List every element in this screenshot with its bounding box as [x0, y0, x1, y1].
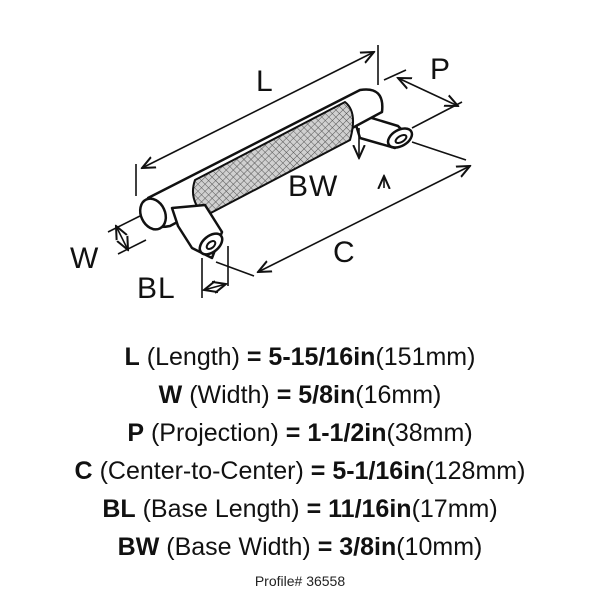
- spec-metric: (128mm): [425, 457, 526, 485]
- spec-imperial: 5-15/16in: [268, 343, 376, 371]
- length-dimension-line: [142, 52, 374, 168]
- spec-metric: (10mm): [396, 533, 483, 561]
- spec-abbr: W: [158, 381, 183, 409]
- spec-width: W (Width) = 5/8in(16mm): [0, 376, 600, 414]
- spec-projection: P (Projection) = 1-1/2in(38mm): [0, 414, 600, 452]
- spec-metric: (17mm): [411, 495, 498, 523]
- spec-abbr: P: [127, 419, 145, 447]
- specifications-list: L (Length) = 5-15/16in(151mm) W (Width) …: [0, 338, 600, 566]
- spec-eq: =: [310, 457, 326, 485]
- left-end-cap: [138, 197, 168, 231]
- width-dimension-line: [116, 226, 128, 250]
- dimension-lines: [107, 45, 470, 298]
- spec-eq: =: [285, 419, 301, 447]
- spec-name: (Length): [146, 343, 240, 371]
- spec-name: (Base Width): [166, 533, 311, 561]
- spec-imperial: 1-1/2in: [307, 419, 387, 447]
- spec-metric: (151mm): [375, 343, 476, 371]
- label-BL: BL: [137, 272, 176, 305]
- spec-abbr: BL: [102, 495, 136, 523]
- label-W: W: [70, 242, 99, 275]
- spec-name: (Center-to-Center): [99, 457, 304, 485]
- spec-imperial: 3/8in: [339, 533, 397, 561]
- left-post: [170, 203, 224, 260]
- base-length-dimension-line: [204, 284, 226, 290]
- spec-imperial: 5/8in: [298, 381, 356, 409]
- spec-abbr: C: [74, 457, 93, 485]
- spec-eq: =: [246, 343, 262, 371]
- center-to-center-dimension-line: [258, 166, 470, 272]
- label-P: P: [430, 53, 451, 86]
- spec-name: (Base Length): [142, 495, 300, 523]
- spec-name: (Width): [189, 381, 270, 409]
- projection-dimension-line: [398, 78, 458, 106]
- spec-imperial: 11/16in: [328, 495, 412, 523]
- spec-abbr: L: [124, 343, 140, 371]
- spec-metric: (16mm): [355, 381, 442, 409]
- spec-base-width: BW (Base Width) = 3/8in(10mm): [0, 528, 600, 566]
- spec-eq: =: [306, 495, 322, 523]
- spec-length: L (Length) = 5-15/16in(151mm): [0, 338, 600, 376]
- spec-abbr: BW: [117, 533, 160, 561]
- pull-handle-drawing: [138, 88, 414, 260]
- label-C: C: [333, 236, 356, 269]
- spec-name: (Projection): [150, 419, 279, 447]
- spec-imperial: 5-1/16in: [332, 457, 426, 485]
- profile-number: Profile# 36558: [254, 573, 346, 589]
- label-L: L: [256, 65, 274, 98]
- spec-eq: =: [317, 533, 333, 561]
- spec-base-length: BL (Base Length) = 11/16in(17mm): [0, 490, 600, 528]
- label-BW: BW: [288, 170, 338, 203]
- spec-center-to-center: C (Center-to-Center) = 5-1/16in(128mm): [0, 452, 600, 490]
- spec-eq: =: [276, 381, 292, 409]
- pull-handle-diagram: L P BW C W BL: [70, 45, 600, 305]
- spec-metric: (38mm): [386, 419, 473, 447]
